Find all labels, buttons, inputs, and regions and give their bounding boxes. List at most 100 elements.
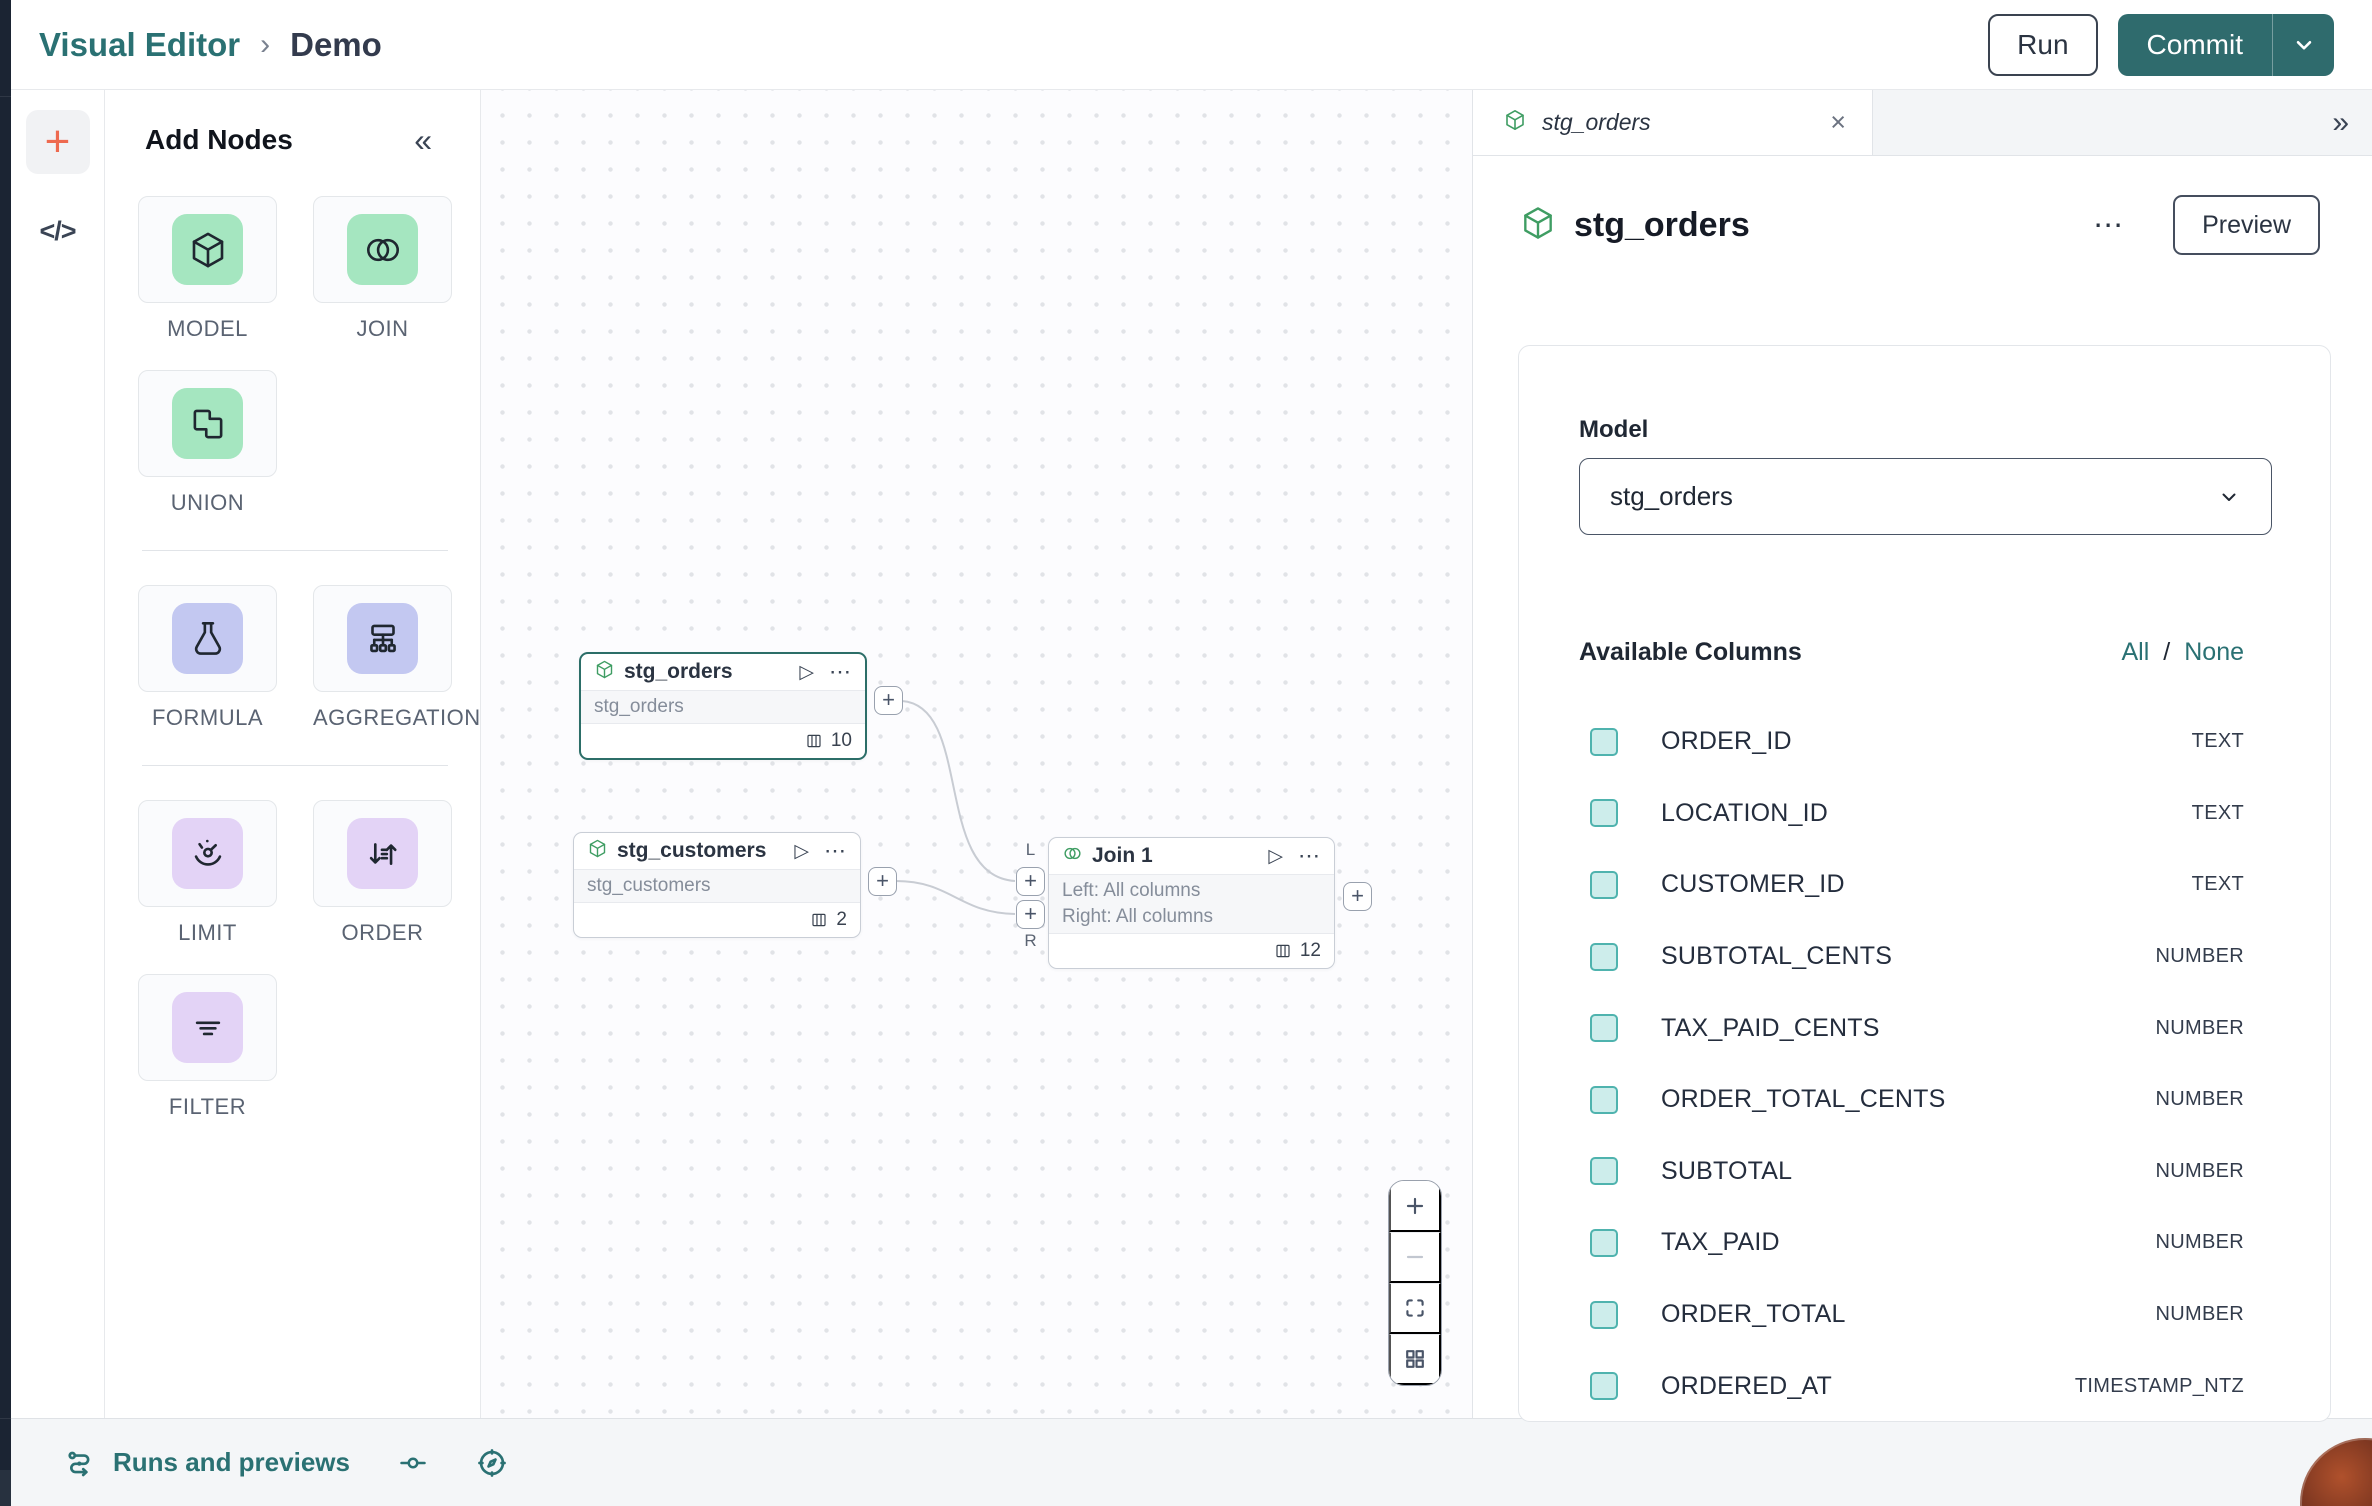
node-run-icon[interactable]: ▷ [794,840,809,862]
expand-panel-icon[interactable]: » [2332,105,2349,139]
join-right-handle-label: R [1024,931,1037,950]
model-cube-icon [594,659,615,685]
column-checkbox[interactable] [1590,727,1618,756]
join-output-handle[interactable]: + [1343,882,1372,911]
column-type: TEXT [2191,801,2244,824]
join-left-input-handle[interactable]: + [1016,867,1045,896]
preview-button[interactable]: Preview [2173,195,2320,255]
node-menu-icon[interactable]: ⋯ [824,838,847,863]
stg-orders-output-handle[interactable]: + [874,686,903,715]
route-icon [64,1447,96,1479]
compass-icon[interactable] [476,1447,508,1479]
node-column-count: 12 [1299,940,1321,961]
node-join-1[interactable]: Join 1 ▷ ⋯ Left: All columns Right: All … [1048,837,1335,969]
collapse-panel-icon[interactable]: « [414,122,432,158]
palette-item-label: LIMIT [178,920,237,945]
inspector-panel: stg_orders × » stg_orders ⋯ Preview Mode… [1472,90,2372,1422]
column-checkbox[interactable] [1590,1157,1618,1186]
plus-icon: + [44,117,71,166]
breadcrumb: Visual Editor › Demo [39,26,382,64]
column-type: TIMESTAMP_NTZ [2074,1374,2244,1397]
inspector-title: stg_orders [1574,205,1750,244]
tab-label: stg_orders [1542,109,1651,135]
select-none-link[interactable]: None [2184,638,2244,666]
close-icon[interactable]: × [1830,107,1846,137]
breadcrumb-visual-editor-link[interactable]: Visual Editor [39,25,241,63]
left-icon-rail: + </> [11,90,104,1418]
column-type: NUMBER [2155,1088,2244,1111]
more-menu-icon[interactable]: ⋯ [2093,208,2125,242]
add-node-rail-button[interactable]: + [25,110,90,174]
column-checkbox[interactable] [1590,1014,1618,1043]
chevron-down-icon [2291,32,2317,58]
fit-view-button[interactable] [1389,1283,1441,1334]
palette-item-join[interactable]: JOIN [313,196,452,342]
tab-stg-orders[interactable]: stg_orders × [1473,90,1873,155]
node-menu-icon[interactable]: ⋯ [1298,843,1321,868]
column-row: ORDERED_AT TIMESTAMP_NTZ [1519,1350,2330,1421]
run-button[interactable]: Run [1988,13,2098,76]
topbar: Visual Editor › Demo Run Commit [11,0,2372,90]
bottom-bar: Runs and previews [11,1418,2372,1506]
node-stg-customers[interactable]: stg_customers ▷ ⋯ stg_customers 2 [573,832,861,938]
palette-group-refine: LIMIT ORDER FILTER [138,800,452,1120]
column-checkbox[interactable] [1590,942,1618,971]
minus-icon [1402,1244,1428,1270]
select-all-link[interactable]: All [2121,638,2150,666]
code-view-button[interactable]: </> [39,216,76,247]
node-run-icon[interactable]: ▷ [1268,845,1283,867]
commit-button[interactable]: Commit [2118,14,2272,76]
node-column-count: 10 [830,730,852,751]
palette-item-order[interactable]: ORDER [313,800,452,946]
palette-item-label: JOIN [356,316,409,341]
model-select[interactable]: stg_orders [1579,458,2272,535]
node-stg-orders[interactable]: stg_orders ▷ ⋯ stg_orders 10 [579,652,867,760]
column-type: NUMBER [2155,1231,2244,1254]
column-row: ORDER_TOTAL NUMBER [1519,1279,2330,1351]
column-checkbox[interactable] [1590,1300,1618,1329]
column-row: ORDER_TOTAL_CENTS NUMBER [1519,1064,2330,1136]
node-title: stg_orders [624,660,733,683]
zoom-out-button[interactable] [1389,1232,1441,1283]
join-icon [1062,843,1083,869]
pipeline-canvas[interactable]: stg_orders ▷ ⋯ stg_orders 10 + [481,90,1472,1418]
node-subtitle: stg_orders [581,690,865,724]
node-subtitle: stg_customers [574,869,860,903]
column-checkbox[interactable] [1590,799,1618,828]
column-name: LOCATION_ID [1661,798,1829,827]
column-checkbox[interactable] [1590,1228,1618,1257]
column-type: TEXT [2191,730,2244,753]
add-nodes-title: Add Nodes [145,124,293,155]
zoom-in-button[interactable] [1389,1181,1441,1232]
columns-icon [810,911,828,929]
palette-item-model[interactable]: MODEL [138,196,277,342]
column-checkbox[interactable] [1590,1372,1618,1401]
palette-item-label: UNION [170,490,245,515]
join-right-input-handle[interactable]: + [1016,900,1045,929]
column-name: SUBTOTAL_CENTS [1661,942,1893,971]
node-title: stg_customers [617,839,767,862]
palette-item-aggregation[interactable]: AGGREGATION [313,585,480,731]
column-name: ORDER_TOTAL [1661,1300,1846,1329]
node-menu-icon[interactable]: ⋯ [829,659,852,684]
node-run-icon[interactable]: ▷ [799,661,814,683]
columns-list: ORDER_ID TEXT LOCATION_ID TEXT [1519,706,2330,1421]
palette-item-filter[interactable]: FILTER [138,974,277,1120]
canvas-zoom-controls [1388,1180,1442,1386]
auto-layout-button[interactable] [1389,1334,1441,1385]
node-title: Join 1 [1092,844,1153,867]
commit-dropdown-button[interactable] [2272,13,2334,76]
column-checkbox[interactable] [1590,1085,1618,1114]
column-row: LOCATION_ID TEXT [1519,778,2330,850]
palette-item-union[interactable]: UNION [138,370,277,516]
palette-item-formula[interactable]: FORMULA [138,585,277,731]
column-checkbox[interactable] [1590,870,1618,899]
palette-item-limit[interactable]: LIMIT [138,800,277,946]
commit-pin-icon[interactable] [398,1448,428,1478]
column-name: ORDER_ID [1661,727,1792,756]
runs-and-previews-label: Runs and previews [113,1447,350,1477]
model-config-card: Model stg_orders Available Columns All /… [1518,345,2331,1422]
stg-customers-output-handle[interactable]: + [868,867,897,896]
runs-and-previews-button[interactable]: Runs and previews [64,1447,350,1479]
edge-layer [895,700,1016,915]
